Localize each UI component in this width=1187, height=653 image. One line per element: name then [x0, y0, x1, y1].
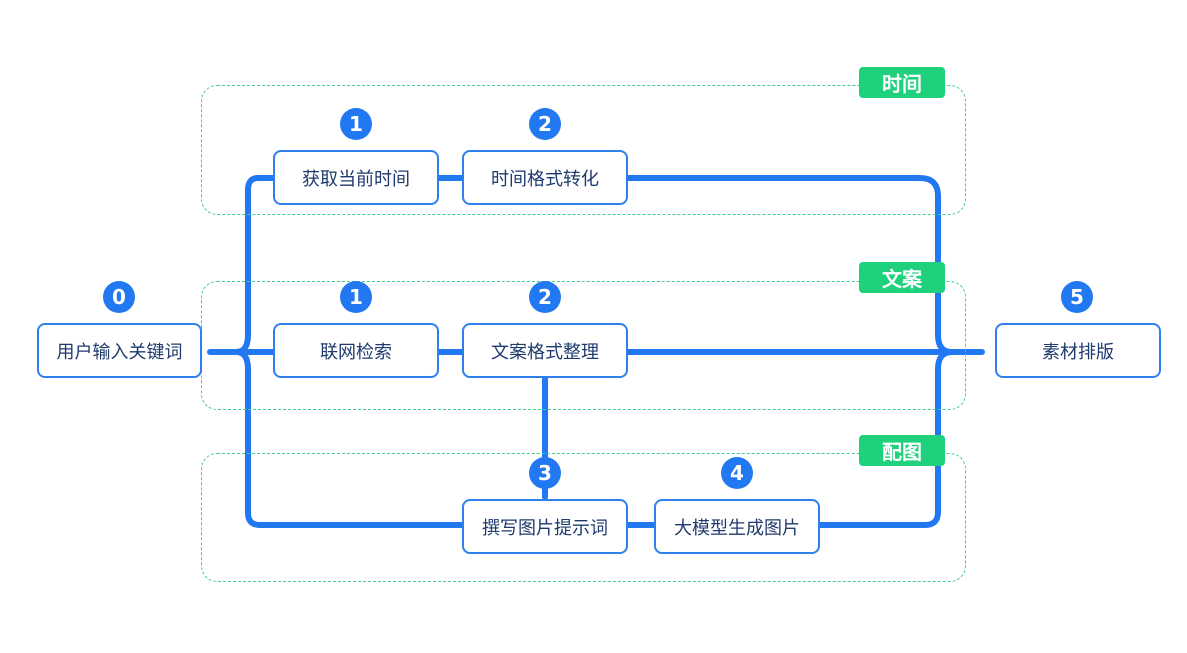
tag-time: 时间	[859, 67, 945, 98]
left-brace	[233, 175, 466, 528]
tag-copy: 文案	[859, 262, 945, 293]
node-get-time: 获取当前时间	[273, 150, 439, 205]
step-badge-input: 0	[103, 281, 135, 313]
step-badge-format-copy: 2	[529, 281, 561, 313]
node-gen-image: 大模型生成图片	[654, 499, 820, 554]
node-write-prompt: 撰写图片提示词	[462, 499, 628, 554]
step-badge-write-prompt: 3	[529, 457, 561, 489]
step-badge-search: 1	[340, 281, 372, 313]
step-badge-format-time: 2	[529, 108, 561, 140]
group-image	[201, 453, 966, 582]
node-layout: 素材排版	[995, 323, 1161, 378]
step-badge-layout: 5	[1061, 281, 1093, 313]
tag-image: 配图	[859, 435, 945, 466]
node-search: 联网检索	[273, 323, 439, 378]
step-badge-gen-image: 4	[721, 457, 753, 489]
node-format-time: 时间格式转化	[462, 150, 628, 205]
node-format-copy: 文案格式整理	[462, 323, 628, 378]
node-user-input: 用户输入关键词	[37, 323, 202, 378]
group-time	[201, 85, 966, 215]
step-badge-get-time: 1	[340, 108, 372, 140]
